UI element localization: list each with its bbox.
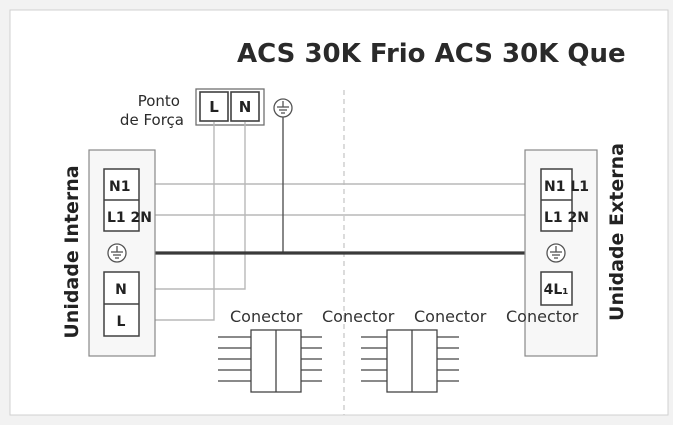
earth-ground-icon [273, 98, 293, 118]
indoor-terminal-l1-2n: L1 2N [107, 210, 152, 226]
earth-ground-icon [546, 243, 566, 263]
outdoor-terminal-4l1: 4L₁ [544, 282, 569, 298]
earth-ground-icon [107, 243, 127, 263]
connector-label-3: Conector [414, 307, 487, 326]
indoor-terminal-l: L [117, 314, 126, 330]
power-terminal-n: N [239, 98, 252, 116]
outdoor-unit-label: Unidade Externa [606, 143, 628, 321]
outdoor-terminal-n1-l1: N1 L1 [544, 179, 589, 195]
indoor-terminal-n1: N1 [109, 179, 130, 195]
power-point-label-line2: de Força [120, 111, 184, 129]
indoor-unit-label: Unidade Interna [61, 165, 83, 338]
connector-label-2: Conector [322, 307, 395, 326]
connector-symbol-left [218, 329, 322, 393]
power-point-label-line1: Ponto [138, 92, 180, 110]
connector-label-4: Conector [506, 307, 579, 326]
outdoor-terminal-l1-2n: L1 2N [544, 210, 589, 226]
connector-symbol-right [361, 329, 459, 393]
indoor-terminal-n: N [115, 282, 127, 298]
power-terminal-l: L [209, 98, 219, 116]
diagram-title: ACS 30K Frio ACS 30K Que [237, 39, 626, 69]
wires-thin [139, 122, 541, 321]
connector-label-1: Conector [230, 307, 303, 326]
power-point-terminal-block: L N [195, 88, 265, 126]
